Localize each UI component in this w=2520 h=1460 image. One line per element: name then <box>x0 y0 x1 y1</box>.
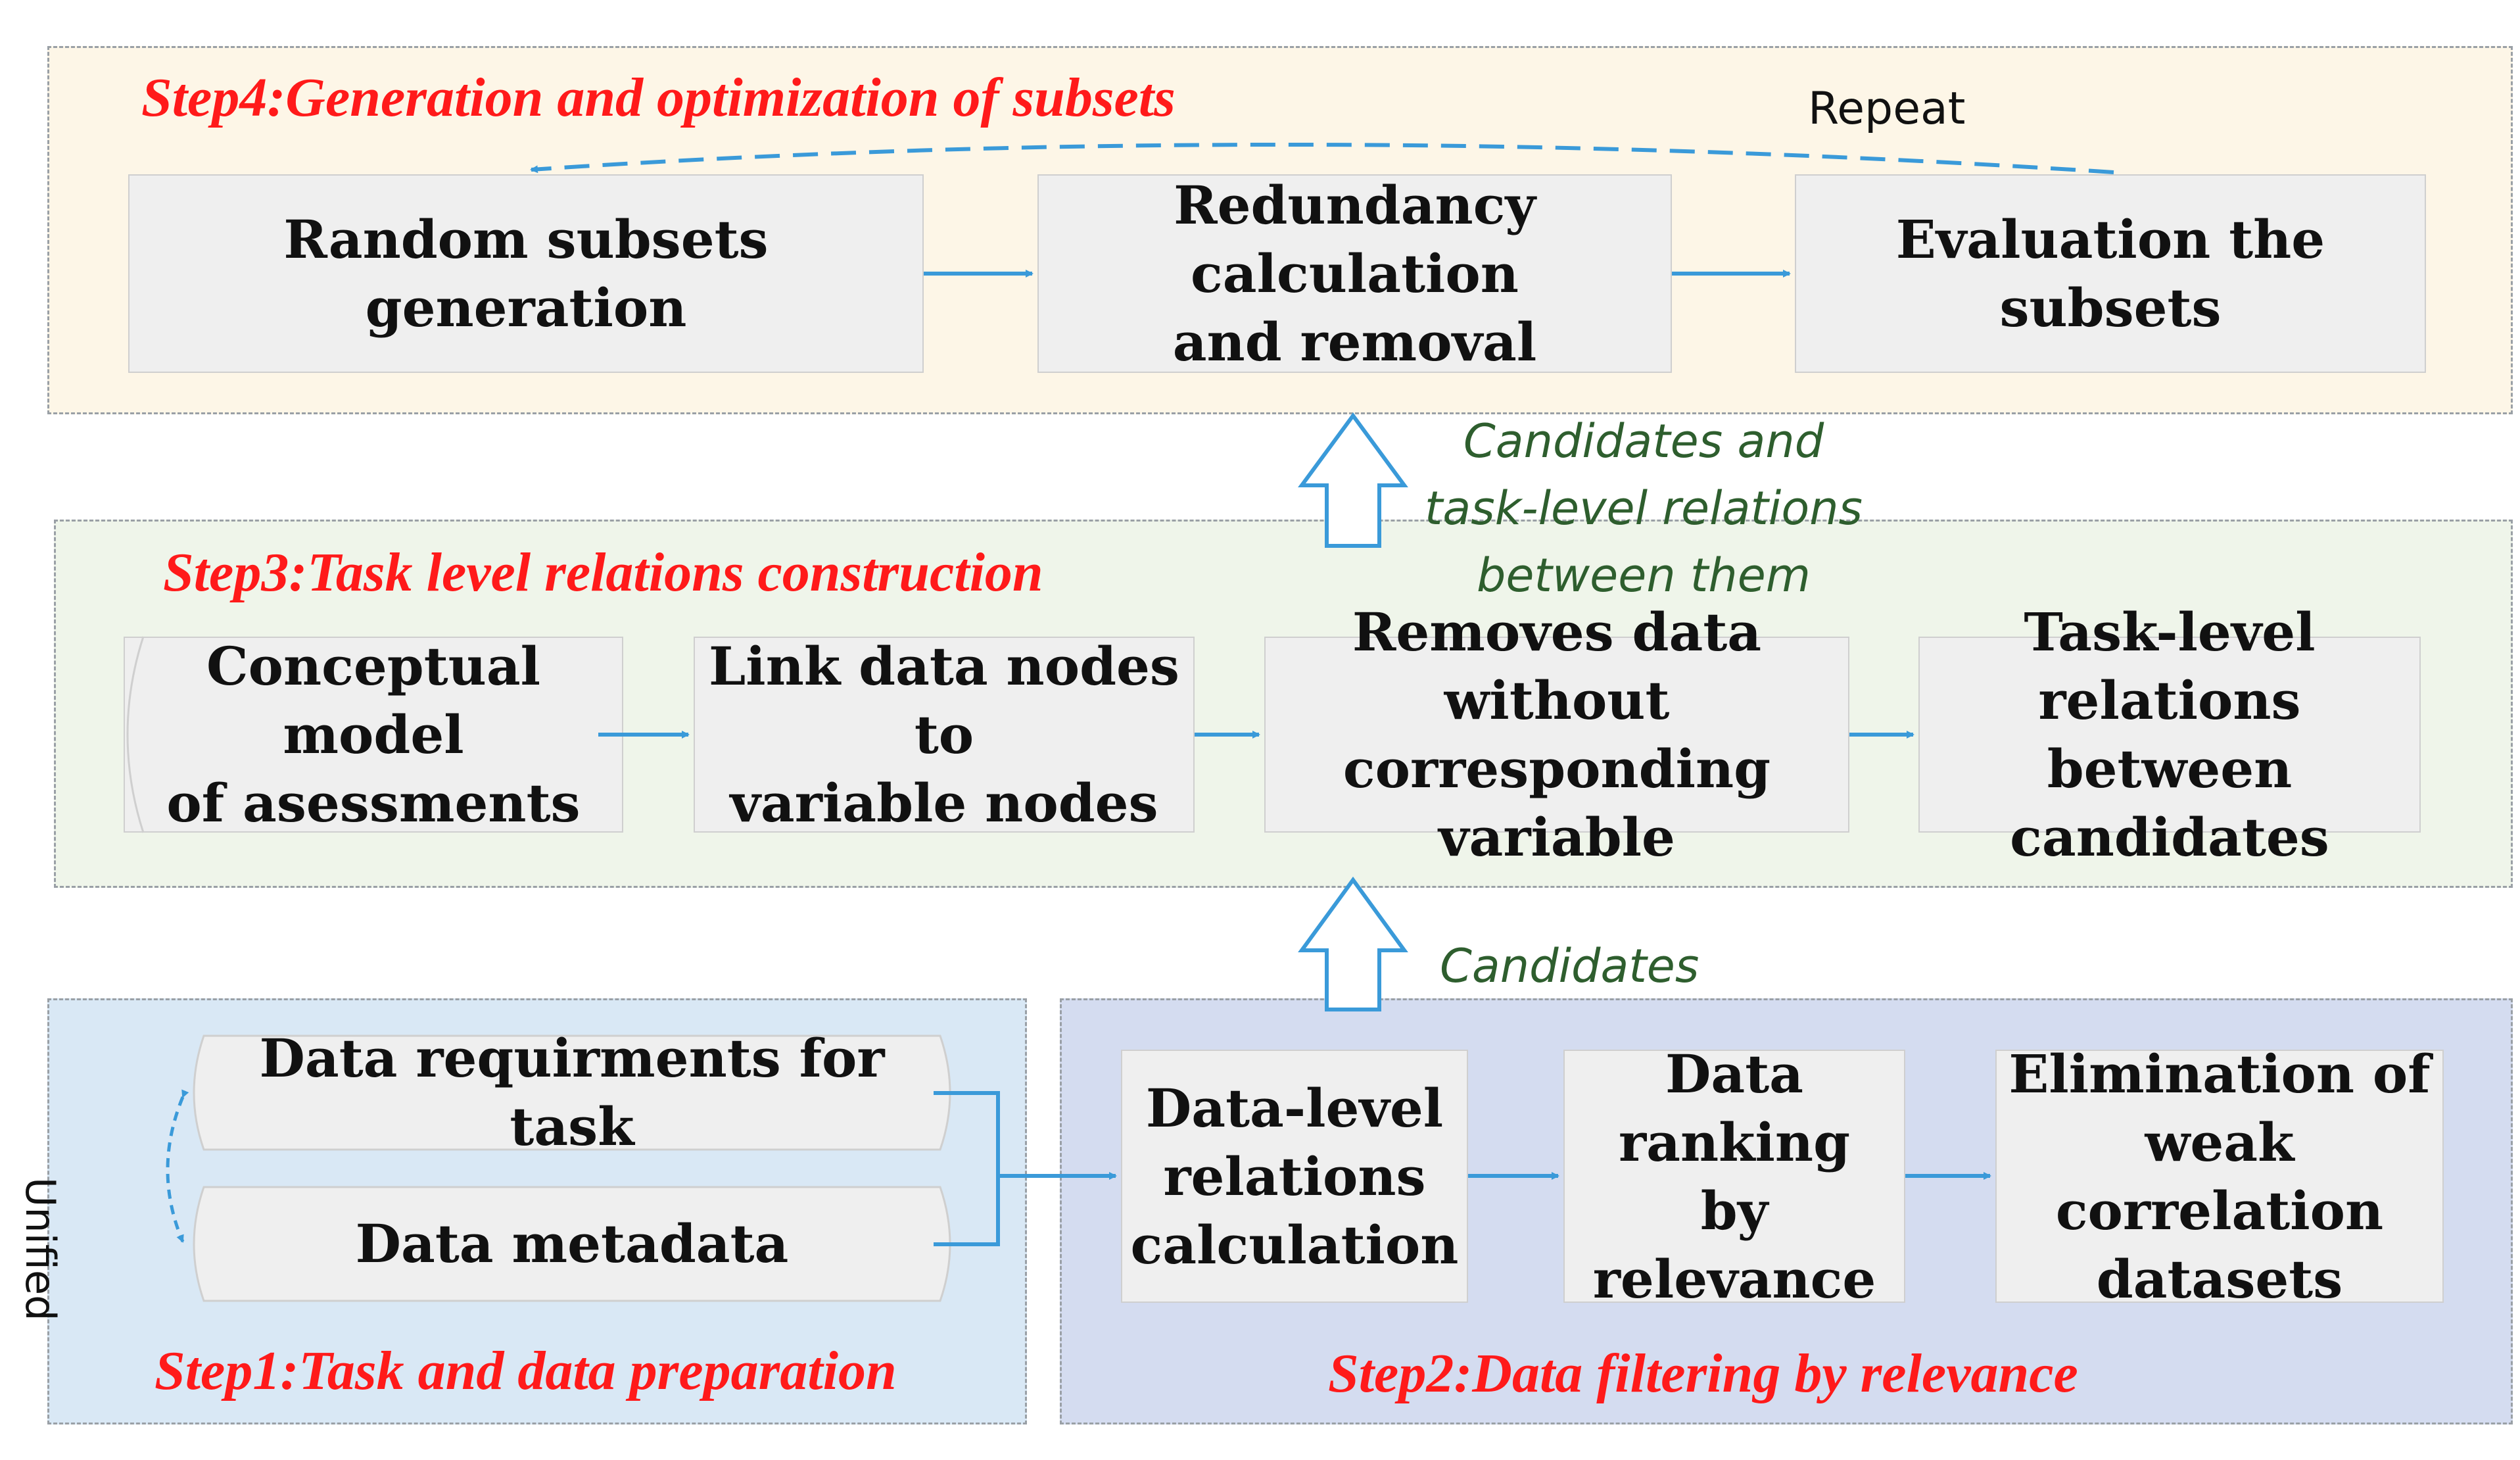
redundancy-calculation-box: Redundancy calculation and removal <box>1037 174 1672 373</box>
conceptual-model-scroll-edge <box>126 636 145 833</box>
task-level-relations-box: Task-level relations between candidates <box>1918 601 2421 868</box>
evaluation-subsets-text: Evaluation the subsets <box>1895 208 2325 339</box>
data-ranking-box: Data ranking by relevance <box>1563 1043 1905 1310</box>
step3-label: Step3:Task level relations construction <box>163 542 1043 603</box>
step1-label: Step1:Task and data preparation <box>155 1340 897 1401</box>
block-arrow-step3-to-step4 <box>1298 412 1408 548</box>
data-metadata-box: Data metadata <box>197 1184 947 1303</box>
data-requirements-text: Data requirments for task <box>259 1027 885 1157</box>
step4-label: Step4:Generation and optimization of sub… <box>141 67 1176 128</box>
removes-data-box: Removes data without corresponding varia… <box>1264 601 1849 868</box>
repeat-label: Repeat <box>1808 83 1966 135</box>
elimination-weak-text: Elimination of weak correlation datasets <box>2009 1042 2431 1310</box>
data-ranking-text: Data ranking by relevance <box>1592 1042 1876 1310</box>
link-data-nodes-text: Link data nodes to variable nodes <box>709 635 1179 834</box>
data-metadata-scroll <box>193 1186 951 1302</box>
task-level-relations-text: Task-level relations between candidates <box>2010 601 2329 868</box>
redundancy-calculation-text: Redundancy calculation and removal <box>1172 174 1537 373</box>
conceptual-model-text: Conceptual model of asessments <box>166 635 581 834</box>
step1-bracket-connector <box>934 1091 1000 1246</box>
data-level-relations-text: Data-level relations calculation <box>1130 1077 1459 1276</box>
random-subsets-generation-box: Random subsets generation <box>128 174 924 373</box>
unified-dashed-arrow <box>166 1089 189 1243</box>
candidates-relations-note: Candidates and task-level relations betw… <box>1424 414 1863 602</box>
data-requirements-scroll <box>193 1034 951 1151</box>
elimination-weak-box: Elimination of weak correlation datasets <box>1995 1043 2444 1310</box>
step2-label: Step2:Data filtering by relevance <box>1328 1343 2078 1404</box>
repeat-dashed-arc <box>530 142 2114 174</box>
candidates-note: Candidates <box>1440 939 1700 993</box>
data-requirements-box: Data requirments for task <box>197 1027 947 1157</box>
data-level-relations-box: Data-level relations calculation <box>1121 1050 1468 1303</box>
data-metadata-text: Data metadata <box>355 1213 789 1275</box>
removes-data-text: Removes data without corresponding varia… <box>1343 601 1771 868</box>
evaluation-subsets-box: Evaluation the subsets <box>1795 174 2426 373</box>
unified-label: Unified <box>16 1177 64 1321</box>
block-arrow-step2-to-step3 <box>1298 876 1408 1011</box>
conceptual-model-box: Conceptual model of asessments <box>124 635 623 834</box>
random-subsets-generation-text: Random subsets generation <box>283 208 769 339</box>
link-data-nodes-box: Link data nodes to variable nodes <box>694 635 1195 834</box>
